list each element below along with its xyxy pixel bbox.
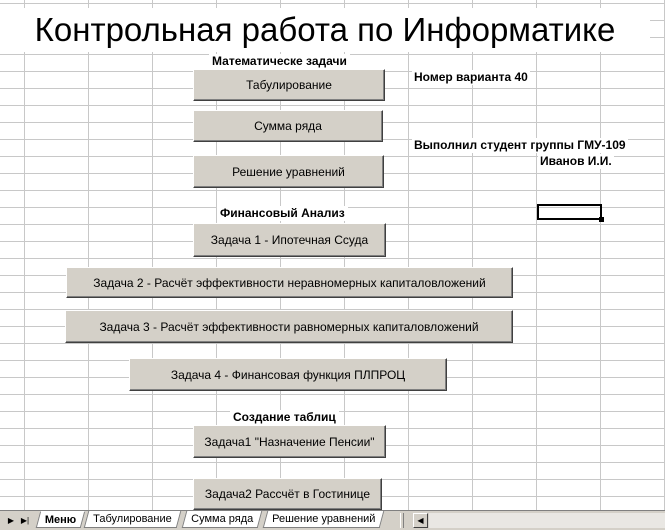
task2-uneven-investment-button[interactable]: Задача 2 - Расчёт эффективности неравном… bbox=[66, 267, 513, 298]
first-sheet-icon[interactable]: ▶ bbox=[7, 516, 15, 525]
section-finance-label: Финансовый Анализ bbox=[217, 206, 348, 221]
section-math-label: Математическе задачи bbox=[209, 54, 350, 69]
fill-handle[interactable] bbox=[599, 217, 604, 222]
tab-menu[interactable]: Меню bbox=[35, 511, 86, 528]
variant-number: Номер варианта 40 bbox=[412, 70, 530, 85]
task3-even-investment-button[interactable]: Задача 3 - Расчёт эффективности равномер… bbox=[65, 310, 513, 343]
tab-equations[interactable]: Решение уравнений bbox=[262, 511, 385, 528]
tab-tabulation[interactable]: Табулирование bbox=[83, 511, 181, 528]
last-sheet-icon[interactable]: ▶| bbox=[20, 516, 30, 525]
task1-mortgage-button[interactable]: Задача 1 - Ипотечная Ссуда bbox=[193, 223, 386, 257]
scroll-left-icon[interactable]: ◀ bbox=[413, 513, 428, 528]
table2-hotel-button[interactable]: Задача2 Рассчёт в Гостинице bbox=[193, 478, 382, 510]
selected-cell[interactable] bbox=[537, 204, 604, 222]
series-sum-button[interactable]: Сумма ряда bbox=[193, 110, 383, 142]
tabulation-button[interactable]: Табулирование bbox=[193, 69, 385, 101]
horizontal-scrollbar[interactable]: ◀ bbox=[405, 513, 665, 528]
equations-button[interactable]: Решение уравнений bbox=[193, 155, 384, 188]
section-tables-label: Создание таблиц bbox=[230, 410, 339, 425]
student-group: Выполнил студент группы ГМУ-109 bbox=[412, 138, 628, 153]
scroll-track[interactable] bbox=[429, 513, 665, 528]
task4-financial-function-button[interactable]: Задача 4 - Финансовая функция ПЛПРОЦ bbox=[129, 358, 447, 391]
spreadsheet-grid[interactable]: Контрольная работа по Информатике Матема… bbox=[0, 0, 665, 510]
table1-pension-button[interactable]: Задача1 "Назначение Пенсии" bbox=[193, 425, 386, 458]
tab-split-handle[interactable] bbox=[400, 513, 404, 528]
student-name: Иванов И.И. bbox=[538, 154, 614, 169]
page-title: Контрольная работа по Информатике bbox=[0, 8, 650, 52]
sheet-tab-bar: ▶ ▶| Меню Табулирование Сумма ряда Решен… bbox=[0, 510, 665, 530]
tab-series-sum[interactable]: Сумма ряда bbox=[181, 511, 263, 528]
